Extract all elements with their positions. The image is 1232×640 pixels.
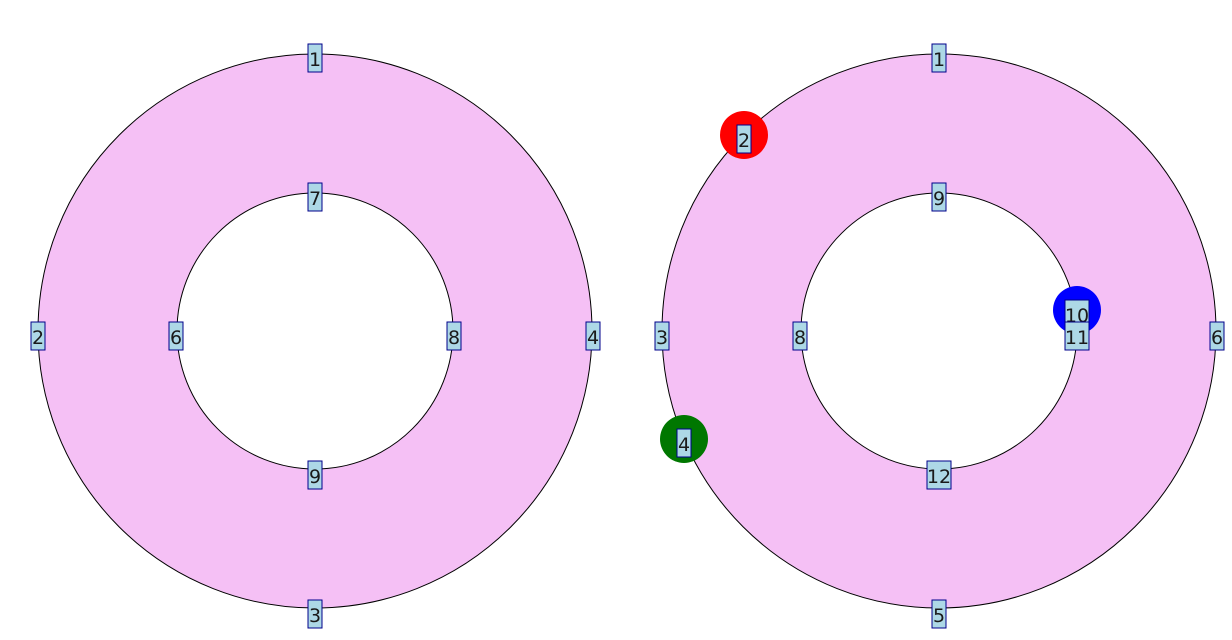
right-outer-label-4[interactable]: 4: [676, 428, 692, 458]
right-inner-label-11[interactable]: 11: [1064, 321, 1090, 351]
svg-text:1: 1: [309, 49, 321, 71]
svg-text:7: 7: [309, 188, 321, 210]
right-inner-label-12[interactable]: 12: [926, 460, 952, 490]
svg-text:12: 12: [927, 466, 951, 488]
svg-text:11: 11: [1065, 327, 1089, 349]
svg-text:9: 9: [933, 188, 945, 210]
right-outer-label-5[interactable]: 5: [931, 599, 947, 629]
right-outer-label-2[interactable]: 2: [736, 124, 752, 154]
right-inner-label-9[interactable]: 9: [931, 182, 947, 212]
left-outer-label-4[interactable]: 4: [585, 321, 601, 351]
svg-text:1: 1: [933, 49, 945, 71]
right-outer-label-3[interactable]: 3: [654, 321, 670, 351]
left-outer-label-2[interactable]: 2: [30, 321, 46, 351]
svg-text:9: 9: [309, 466, 321, 488]
left-ring: 1 2 3 4 6 7 8 9: [30, 43, 601, 629]
left-outer-label-1[interactable]: 1: [307, 43, 323, 73]
right-outer-label-6[interactable]: 6: [1209, 321, 1225, 351]
svg-text:3: 3: [656, 327, 668, 349]
right-inner-label-8[interactable]: 8: [792, 321, 808, 351]
left-inner-label-7[interactable]: 7: [307, 182, 323, 212]
svg-text:8: 8: [794, 327, 806, 349]
svg-text:5: 5: [933, 605, 945, 627]
svg-text:3: 3: [309, 605, 321, 627]
right-ring: 1 2 3 4 5 6 8 9: [654, 43, 1225, 629]
svg-text:4: 4: [678, 434, 690, 456]
left-ring-shape: [37, 53, 593, 609]
svg-text:6: 6: [1211, 327, 1223, 349]
right-outer-label-1[interactable]: 1: [931, 43, 947, 73]
svg-text:4: 4: [587, 327, 599, 349]
left-outer-label-3[interactable]: 3: [307, 599, 323, 629]
left-inner-label-9[interactable]: 9: [307, 460, 323, 490]
svg-text:8: 8: [448, 327, 460, 349]
svg-text:6: 6: [170, 327, 182, 349]
svg-text:2: 2: [738, 130, 750, 152]
svg-text:2: 2: [32, 327, 44, 349]
left-inner-label-8[interactable]: 8: [446, 321, 462, 351]
left-inner-label-6[interactable]: 6: [168, 321, 184, 351]
